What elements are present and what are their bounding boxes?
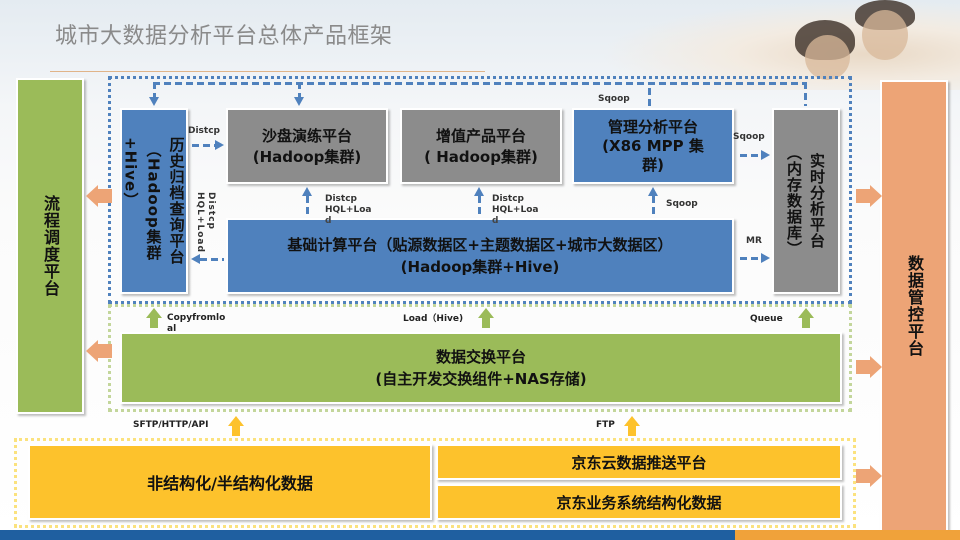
realtime-analysis-platform[interactable]: 实时分析平台 （内存数据库） bbox=[772, 108, 840, 294]
jd-cloud-push-platform[interactable]: 京东云数据推送平台 bbox=[436, 444, 842, 480]
history-archive-query-platform[interactable]: 历史归档查询平台 （Hadoop集群 +Hive） bbox=[120, 108, 188, 294]
background-person-face bbox=[862, 10, 908, 60]
sqoop-top-label: Sqoop bbox=[598, 94, 630, 104]
jd-business-label: 京东业务系统结构化数据 bbox=[556, 493, 722, 512]
arrow-up-sandbox bbox=[302, 187, 312, 196]
source-layer-frame bbox=[14, 438, 856, 528]
unstructured-label: 非结构化/半结构化数据 bbox=[147, 474, 313, 493]
arrow-up-copyfromlocal bbox=[146, 308, 162, 328]
sqoop-right-label: Sqoop bbox=[733, 132, 765, 142]
data-exchange-platform[interactable]: 数据交换平台 (自主开发交换组件+NAS存储) bbox=[120, 332, 842, 404]
arrow-left-exchange-to-scheduler bbox=[86, 340, 112, 362]
value-added-line2: ( Hadoop集群) bbox=[424, 148, 538, 166]
arrow-down-history bbox=[149, 97, 159, 106]
sqoop-mid-label: Sqoop bbox=[666, 199, 698, 209]
footer-bar-orange bbox=[735, 530, 960, 540]
copyfromlocal-label-2: al bbox=[167, 324, 177, 334]
arrow-up-queue bbox=[798, 308, 814, 328]
title-divider bbox=[50, 71, 485, 72]
history-line3: +Hive） bbox=[121, 137, 140, 209]
base-to-management-connector bbox=[652, 196, 655, 218]
arrow-up-load-hive bbox=[478, 308, 494, 328]
workflow-scheduling-label: 流程调度平台 bbox=[41, 195, 60, 297]
distcp-sandbox-label-2: HQL+Loa bbox=[325, 205, 372, 215]
copyfromlocal-label-1: Copyfromlo bbox=[167, 313, 226, 323]
mr-label: MR bbox=[746, 236, 762, 246]
background-person-face-2 bbox=[805, 35, 850, 80]
top-loop-left-drop bbox=[153, 82, 156, 98]
value-added-line1: 增值产品平台 bbox=[435, 127, 526, 145]
sftp-http-api-label: SFTP/HTTP/API bbox=[133, 420, 209, 430]
sqoop-top-connector bbox=[648, 88, 651, 108]
arrow-up-management bbox=[648, 187, 658, 196]
distcp-value-label-3: d bbox=[492, 216, 499, 226]
exchange-layer-frame bbox=[108, 304, 852, 412]
distcp-hql-load-label: Distcp HQL+Load bbox=[195, 192, 216, 253]
arrow-right-sandbox bbox=[215, 140, 224, 150]
exchange-line1: 数据交换平台 bbox=[435, 348, 526, 366]
arrow-right-exchange-to-governance bbox=[856, 356, 882, 378]
footer-bar-blue bbox=[0, 530, 735, 540]
arrow-up-value bbox=[474, 187, 484, 196]
value-added-product-platform[interactable]: 增值产品平台 ( Hadoop集群) bbox=[400, 108, 562, 184]
top-loop-right-riser bbox=[804, 82, 807, 106]
realtime-line2: （内存数据库） bbox=[785, 145, 803, 257]
base-to-realtime-connector bbox=[740, 257, 762, 260]
queue-label: Queue bbox=[750, 314, 783, 324]
base-to-history-connector bbox=[200, 258, 224, 261]
history-line2: （Hadoop集群 bbox=[144, 141, 163, 261]
management-line1: 管理分析平台 bbox=[607, 117, 698, 136]
base-computing-platform[interactable]: 基础计算平台（贴源数据区+主题数据区+城市大数据区） (Hadoop集群+Hiv… bbox=[226, 218, 734, 294]
top-loop-sandbox-drop bbox=[298, 82, 301, 98]
management-to-realtime-connector bbox=[740, 154, 762, 157]
arrow-down-sandbox bbox=[294, 97, 304, 106]
load-hive-label: Load（Hive) bbox=[403, 314, 464, 324]
arrow-left-history bbox=[191, 254, 200, 264]
management-analysis-platform[interactable]: 管理分析平台 (X86 MPP 集 群) bbox=[572, 108, 734, 184]
arrow-right-realtime bbox=[761, 150, 770, 160]
arrow-up-ftp bbox=[624, 416, 640, 436]
top-loop-connector bbox=[153, 82, 807, 85]
arrow-up-sftp bbox=[228, 416, 244, 436]
distcp-sandbox-label-3: d bbox=[325, 216, 332, 226]
arrow-left-compute-to-scheduler bbox=[86, 185, 112, 207]
jd-business-structured-data[interactable]: 京东业务系统结构化数据 bbox=[436, 484, 842, 520]
history-line1: 历史归档查询平台 bbox=[167, 137, 186, 265]
workflow-scheduling-platform[interactable]: 流程调度平台 bbox=[16, 78, 84, 414]
distcp-connector bbox=[192, 144, 216, 147]
management-line3: 群) bbox=[642, 155, 664, 174]
distcp-value-label-1: Distcp bbox=[492, 194, 524, 204]
base-line1: 基础计算平台（贴源数据区+主题数据区+城市大数据区） bbox=[287, 236, 673, 254]
data-governance-platform[interactable]: 数据管控平台 bbox=[880, 80, 948, 532]
base-line2: (Hadoop集群+Hive) bbox=[400, 258, 560, 276]
distcp-value-label-2: HQL+Loa bbox=[492, 205, 539, 215]
sandbox-line1: 沙盘演练平台 bbox=[261, 127, 352, 145]
arrow-right-compute-to-governance bbox=[856, 185, 882, 207]
distcp-sandbox-label-1: Distcp bbox=[325, 194, 357, 204]
realtime-line1: 实时分析平台 bbox=[808, 153, 826, 249]
arrow-right-realtime-mr bbox=[761, 253, 770, 263]
exchange-line2: (自主开发交换组件+NAS存储) bbox=[375, 370, 587, 388]
ftp-label: FTP bbox=[596, 420, 615, 430]
management-line2: (X86 MPP 集 bbox=[602, 136, 704, 155]
unstructured-data-source[interactable]: 非结构化/半结构化数据 bbox=[28, 444, 432, 520]
base-to-value-connector bbox=[478, 196, 481, 218]
jd-cloud-label: 京东云数据推送平台 bbox=[571, 453, 707, 472]
arrow-right-source-to-governance bbox=[856, 465, 882, 487]
page-title: 城市大数据分析平台总体产品框架 bbox=[55, 24, 393, 49]
sandbox-platform[interactable]: 沙盘演练平台 (Hadoop集群) bbox=[226, 108, 388, 184]
sandbox-line2: (Hadoop集群) bbox=[252, 148, 362, 166]
distcp-label: Distcp bbox=[188, 126, 220, 136]
data-governance-label: 数据管控平台 bbox=[905, 255, 924, 357]
base-to-sandbox-connector bbox=[306, 196, 309, 218]
